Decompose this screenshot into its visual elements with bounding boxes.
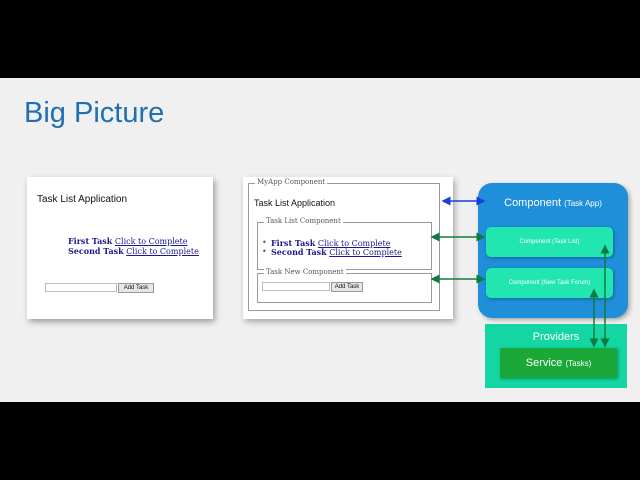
service-tasks: Service (Tasks) bbox=[500, 348, 617, 378]
connector-arrows bbox=[430, 196, 610, 348]
add-task-button[interactable]: Add Task bbox=[118, 283, 154, 293]
service-label: Service bbox=[525, 357, 563, 369]
new-task-input[interactable] bbox=[45, 283, 117, 292]
complete-link[interactable]: Click to Complete bbox=[329, 248, 402, 257]
slide: Big Picture Task List Application First … bbox=[0, 78, 640, 402]
complete-link[interactable]: Click to Complete bbox=[114, 237, 188, 246]
task-name: Second Task bbox=[271, 247, 327, 257]
slide-title: Big Picture bbox=[24, 97, 165, 129]
component-label: Component bbox=[508, 280, 540, 286]
task-list-app-mockup: Task List Application First Task Click t… bbox=[27, 177, 213, 319]
component-task-list: Component (Task List) bbox=[486, 227, 613, 257]
task-new-component-legend: Task New Component bbox=[264, 268, 346, 276]
component-outline-mockup: MyApp Component Task List Application Ta… bbox=[243, 177, 453, 319]
app-title: Task List Application bbox=[254, 198, 336, 208]
task-item: • First Task Click to Complete bbox=[262, 238, 391, 248]
app-title: Task List Application bbox=[37, 194, 128, 205]
component-sub-label: (Task List) bbox=[552, 239, 580, 245]
task-item: Second Task Click to Complete bbox=[68, 246, 199, 256]
bullet-icon: • bbox=[262, 238, 267, 247]
providers-label: Providers bbox=[532, 331, 580, 343]
component-sub-label: (New Task Forum) bbox=[541, 280, 591, 286]
task-name: Second Task bbox=[68, 246, 124, 256]
component-sub-label: (Task App) bbox=[564, 199, 602, 208]
task-new-component-box: Task New Component bbox=[257, 268, 432, 303]
component-label: Component bbox=[519, 239, 551, 245]
complete-link[interactable]: Click to Complete bbox=[126, 247, 199, 256]
myapp-component-box: MyApp Component bbox=[248, 178, 440, 311]
component-task-app-label: Component (Task App) bbox=[478, 197, 628, 209]
service-sub-label: (Tasks) bbox=[565, 359, 592, 368]
task-item: First Task Click to Complete bbox=[68, 236, 187, 246]
new-task-input[interactable] bbox=[262, 282, 330, 291]
add-task-button[interactable]: Add Task bbox=[331, 282, 363, 292]
task-name: First Task bbox=[271, 238, 316, 248]
task-list-component-legend: Task List Component bbox=[264, 217, 343, 225]
bullet-icon: • bbox=[262, 247, 267, 256]
complete-link[interactable]: Click to Complete bbox=[317, 239, 391, 248]
myapp-component-legend: MyApp Component bbox=[255, 178, 328, 186]
task-item: • Second Task Click to Complete bbox=[262, 247, 402, 257]
task-name: First Task bbox=[68, 236, 113, 246]
component-label: Component bbox=[504, 197, 561, 209]
